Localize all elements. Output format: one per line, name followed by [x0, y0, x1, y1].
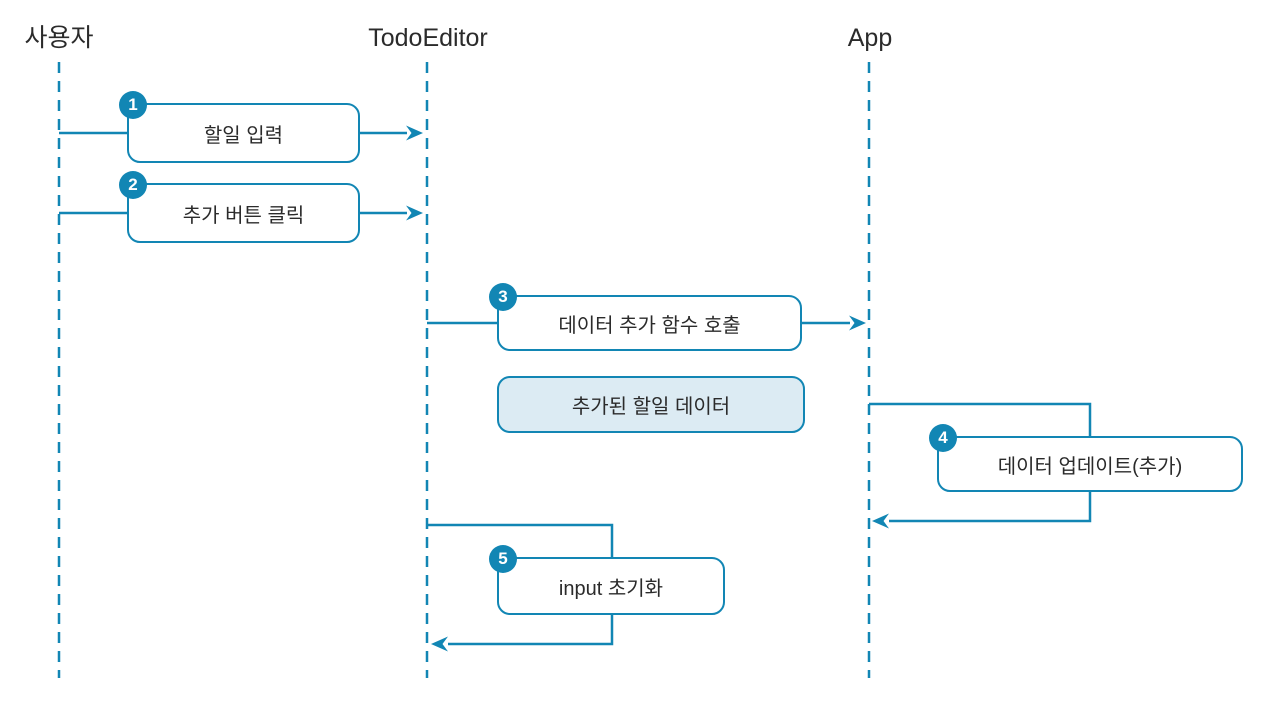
arrowhead-right-icon: [849, 315, 866, 331]
message-box-5: 5 input 초기화: [489, 545, 725, 615]
step-badge-4: 4: [929, 424, 957, 452]
arrowhead-left-icon: [431, 636, 448, 652]
message-box-2: 2 추가 버튼 클릭: [119, 171, 360, 243]
note-label: 추가된 할일 데이터: [571, 396, 731, 418]
arrowhead-left-icon: [872, 513, 889, 529]
step-badge-5: 5: [489, 545, 517, 573]
actor-label-todoeditor: TodoEditor: [368, 24, 488, 52]
note-box: 추가된 할일 데이터: [497, 376, 805, 433]
message-box-1: 1 할일 입력: [119, 91, 360, 163]
step-badge-2: 2: [119, 171, 147, 199]
message-label-2: 추가 버튼 클릭: [182, 204, 305, 227]
message-label-1: 할일 입력: [203, 124, 284, 147]
step-badge-1: 1: [119, 91, 147, 119]
message-label-5: input 초기화: [558, 577, 664, 600]
step-badge-3: 3: [489, 283, 517, 311]
message-box-4: 4 데이터 업데이트(추가): [929, 424, 1243, 492]
message-box-3: 3 데이터 추가 함수 호출: [489, 283, 802, 351]
actor-label-user: 사용자: [24, 24, 94, 52]
message-label-3: 데이터 추가 함수 호출: [558, 314, 741, 337]
arrowhead-right-icon: [406, 125, 423, 141]
arrowhead-right-icon: [406, 205, 423, 221]
message-label-4: 데이터 업데이트(추가): [997, 455, 1183, 478]
actor-label-app: App: [847, 24, 893, 52]
